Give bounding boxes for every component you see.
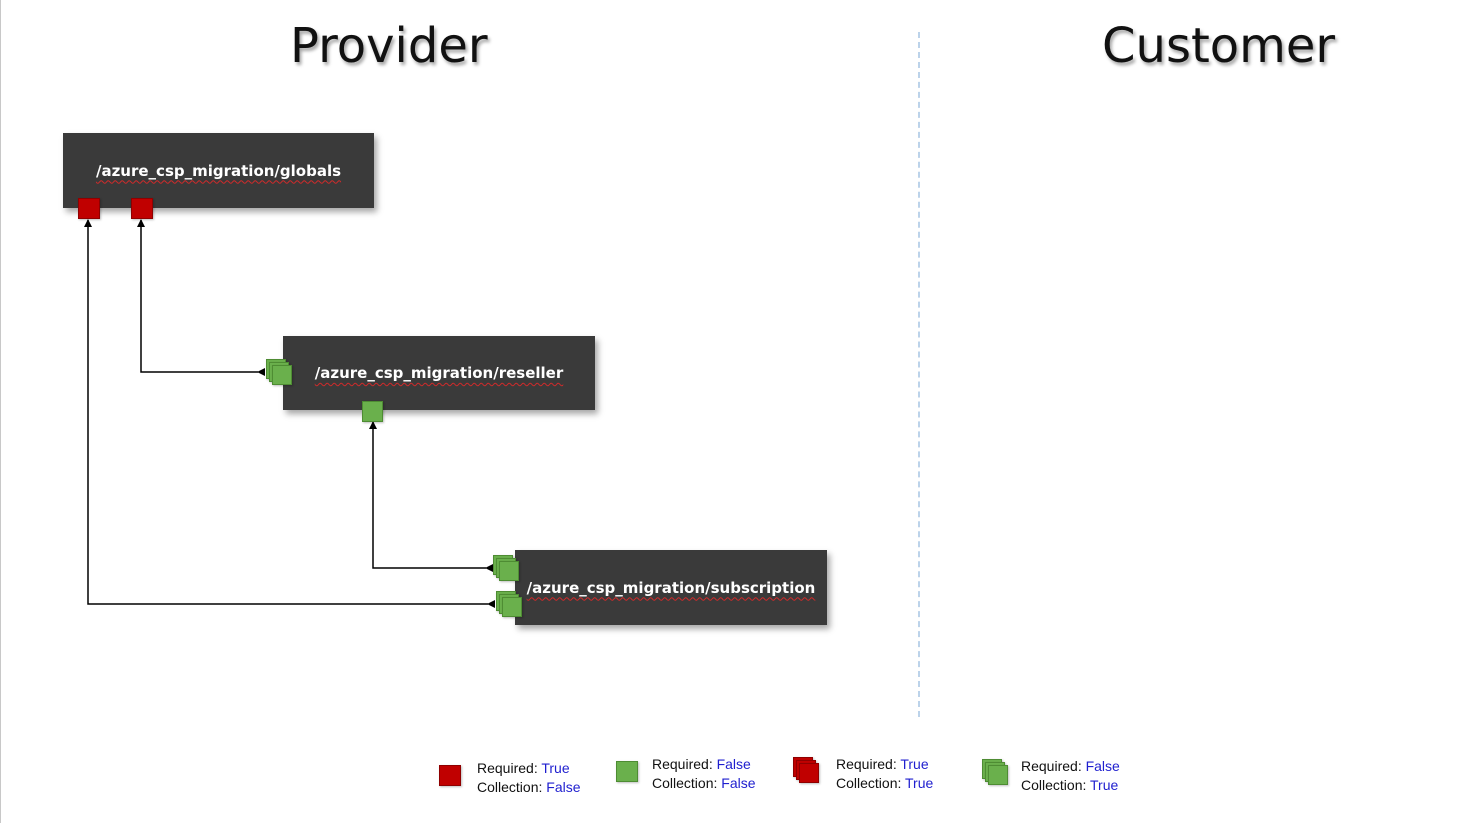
provider-customer-divider [918, 32, 920, 717]
node-globals-label: /azure_csp_migration/globals [95, 161, 342, 180]
legend-required-label: Required: [1021, 758, 1082, 774]
legend-required-label: Required: [652, 756, 713, 772]
legend-item-3: Required: True Collection: True [836, 755, 933, 793]
legend-required-label: Required: [477, 760, 538, 776]
red-stacked-squares-icon [793, 757, 821, 785]
legend-required-label: Required: [836, 756, 897, 772]
green-stacked-squares-icon [982, 759, 1010, 787]
reseller-port-green[interactable] [362, 401, 383, 422]
legend-collection-value: False [546, 779, 581, 795]
legend-item-1: Required: True Collection: False [477, 759, 581, 797]
legend-collection-value: True [905, 775, 934, 791]
connector-globals-to-subscription [84, 219, 495, 608]
legend-collection-label: Collection: [652, 775, 718, 791]
stack-square-icon [499, 561, 519, 581]
customer-heading: Customer [1102, 18, 1336, 74]
legend-collection-value: True [1090, 777, 1119, 793]
connector-reseller-to-subscription [369, 421, 493, 572]
reseller-port-green-stack[interactable] [266, 359, 294, 387]
green-single-square-icon [616, 761, 638, 782]
legend-required-value: True [541, 760, 570, 776]
node-reseller[interactable]: /azure_csp_migration/reseller [283, 336, 595, 410]
subscription-port-green-stack-2[interactable] [496, 591, 524, 619]
legend-collection-label: Collection: [836, 775, 902, 791]
legend-collection-label: Collection: [1021, 777, 1087, 793]
connector-globals-to-reseller [137, 219, 265, 376]
legend-collection-label: Collection: [477, 779, 543, 795]
stack-square-icon [502, 597, 522, 617]
stack-square-icon [799, 763, 819, 783]
globals-port-red-1[interactable] [78, 198, 100, 219]
legend-item-2: Required: False Collection: False [652, 755, 756, 793]
page-left-border [0, 0, 1, 823]
node-globals[interactable]: /azure_csp_migration/globals [63, 133, 374, 208]
red-single-square-icon [439, 765, 461, 786]
node-reseller-label: /azure_csp_migration/reseller [314, 364, 564, 382]
legend-collection-value: False [721, 775, 756, 791]
legend-required-value: True [900, 756, 929, 772]
legend-required-value: False [716, 756, 751, 772]
subscription-port-green-stack-1[interactable] [493, 555, 521, 583]
stack-square-icon [988, 765, 1008, 785]
legend-item-4: Required: False Collection: True [1021, 757, 1120, 795]
provider-heading: Provider [290, 18, 488, 74]
legend-required-value: False [1085, 758, 1120, 774]
stack-square-icon [272, 365, 292, 385]
node-subscription[interactable]: /azure_csp_migration/subscription [515, 550, 827, 625]
globals-port-red-2[interactable] [131, 198, 153, 219]
node-subscription-label: /azure_csp_migration/subscription [526, 578, 816, 597]
